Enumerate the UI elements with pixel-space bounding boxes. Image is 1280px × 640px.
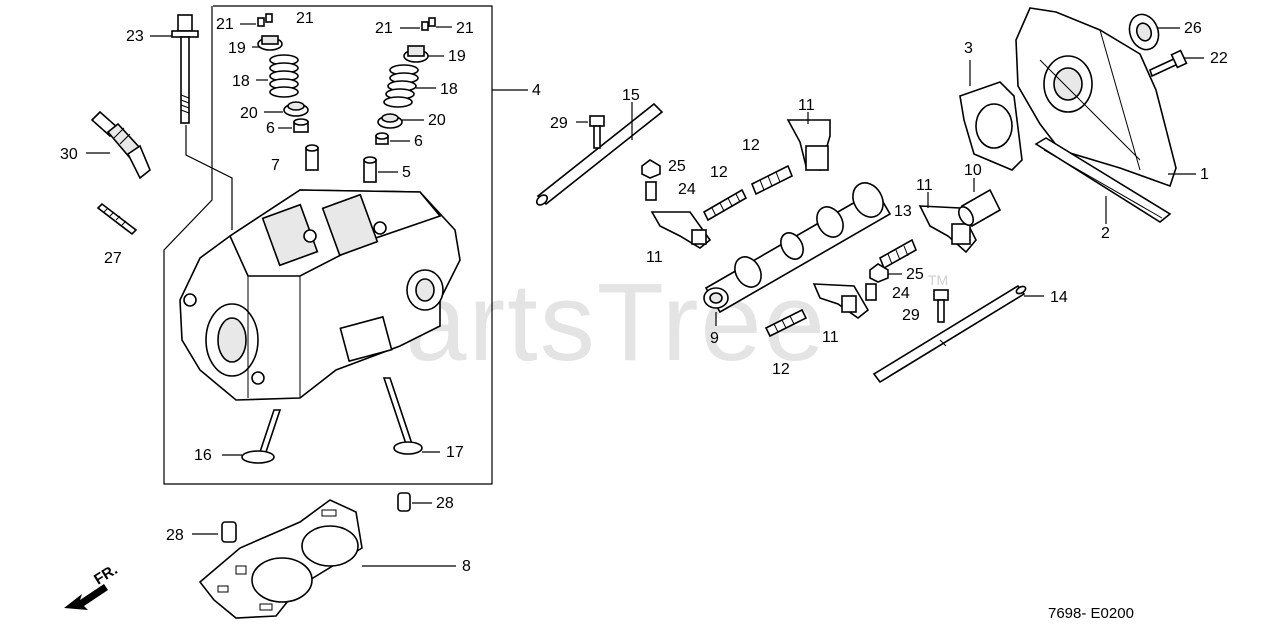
callout-18-left: 18 <box>232 73 250 90</box>
valve-seal-6-right <box>375 132 389 145</box>
rocker-spring-12-c <box>764 308 808 338</box>
callout-11-a: 11 <box>646 249 663 266</box>
exhaust-valve-17 <box>382 377 423 455</box>
cover-seal-strip-2 <box>1034 137 1172 223</box>
callout-20-left: 20 <box>240 105 258 122</box>
callout-24-lower: 24 <box>892 285 910 302</box>
cover-gasket-3 <box>959 81 1023 171</box>
callout-11-b: 11 <box>798 97 815 114</box>
callout-5: 5 <box>402 164 411 181</box>
callout-6-left: 6 <box>266 120 275 137</box>
lock-nut-25-upper <box>641 159 661 179</box>
rocker-shaft-15 <box>535 102 664 206</box>
callout-19-right: 19 <box>448 48 466 65</box>
front-direction-arrow <box>64 584 108 610</box>
callout-9: 9 <box>710 330 719 347</box>
rocker-arm-11-b <box>786 119 831 171</box>
callout-18-right: 18 <box>440 81 458 98</box>
rocker-shaft-14 <box>872 284 1027 384</box>
callout-15: 15 <box>622 87 640 104</box>
spark-plug-30 <box>90 110 151 180</box>
callout-6-right: 6 <box>414 133 423 150</box>
callout-17: 17 <box>446 444 464 461</box>
callout-11-d: 11 <box>822 329 839 346</box>
rocker-spring-12-b <box>750 164 794 196</box>
leader-23-axis <box>185 125 233 230</box>
callout-12-a: 12 <box>710 164 728 181</box>
bolt-22 <box>1149 49 1188 78</box>
callout-27: 27 <box>104 250 122 267</box>
bolt-29-lower <box>933 289 949 323</box>
callout-13: 13 <box>894 203 912 220</box>
valve-cotter-21-left <box>257 13 273 27</box>
dowel-pin-28-upper <box>397 492 411 512</box>
watermark-trademark: TM <box>928 272 948 288</box>
callout-25-upper: 25 <box>668 158 686 175</box>
callout-28-lower: 28 <box>166 527 184 544</box>
rocker-arm-11-d <box>812 283 870 319</box>
callout-21-d: 21 <box>456 20 474 37</box>
collar-10 <box>957 188 1002 228</box>
callout-25-lower: 25 <box>906 266 924 283</box>
adjust-screw-24-upper <box>645 181 657 201</box>
callout-12-c: 12 <box>772 361 790 378</box>
front-direction-label: FR. <box>91 561 121 588</box>
rocker-spring-12-a <box>702 188 748 222</box>
callout-28-upper: 28 <box>436 495 454 512</box>
spring-seat-20-left <box>283 101 309 117</box>
callout-22: 22 <box>1210 50 1228 67</box>
lock-nut-25-lower <box>869 263 889 283</box>
head-gasket-8 <box>198 499 363 619</box>
adjust-screw-24-lower <box>865 283 877 301</box>
valve-guide-7 <box>305 144 319 171</box>
callout-21-b: 21 <box>296 10 314 27</box>
callout-21-c: 21 <box>375 20 393 37</box>
callout-3: 3 <box>964 40 973 57</box>
callout-29-upper: 29 <box>550 115 568 132</box>
drawing-code: 7698- E0200 <box>1048 605 1134 622</box>
bolt-29-upper <box>589 115 605 149</box>
callout-21-a: 21 <box>216 16 234 33</box>
rocker-spring-13 <box>878 238 918 270</box>
valve-retainer-19-right <box>403 45 429 63</box>
callout-1: 1 <box>1200 166 1209 183</box>
dowel-pin-28-lower <box>221 521 237 543</box>
callout-10: 10 <box>964 162 982 179</box>
callout-29-lower: 29 <box>902 307 920 324</box>
callout-23: 23 <box>126 28 144 45</box>
cylinder-head-group-bracket <box>163 5 493 485</box>
head-cover-1 <box>1015 7 1177 188</box>
callout-14: 14 <box>1050 289 1068 306</box>
rocker-arm-11-a <box>650 211 712 249</box>
valve-spring-18-right <box>383 64 419 108</box>
spring-seat-20-right <box>377 113 403 129</box>
callout-20-right: 20 <box>428 112 446 129</box>
callout-7: 7 <box>271 157 280 174</box>
oil-seal-26 <box>1128 13 1160 51</box>
valve-spring-18-left <box>269 54 299 98</box>
valve-cotter-21-right <box>421 17 436 31</box>
callout-26: 26 <box>1184 20 1202 37</box>
callout-11-c: 11 <box>916 177 933 194</box>
intake-valve-16 <box>241 409 282 464</box>
stud-27 <box>96 202 138 236</box>
valve-seal-6-left <box>293 118 309 133</box>
camshaft-9 <box>703 182 892 314</box>
callout-8: 8 <box>462 558 471 575</box>
valve-guide-5 <box>363 156 377 183</box>
callout-2: 2 <box>1101 225 1110 242</box>
callout-24-upper: 24 <box>678 181 696 198</box>
cylinder-head <box>179 189 461 401</box>
callout-12-b: 12 <box>742 137 760 154</box>
callout-16: 16 <box>194 447 212 464</box>
callout-19-left: 19 <box>228 40 246 57</box>
valve-retainer-19-left <box>257 35 283 51</box>
callout-4: 4 <box>532 82 541 99</box>
callout-30: 30 <box>60 146 78 163</box>
head-bolt-23 <box>171 14 199 124</box>
